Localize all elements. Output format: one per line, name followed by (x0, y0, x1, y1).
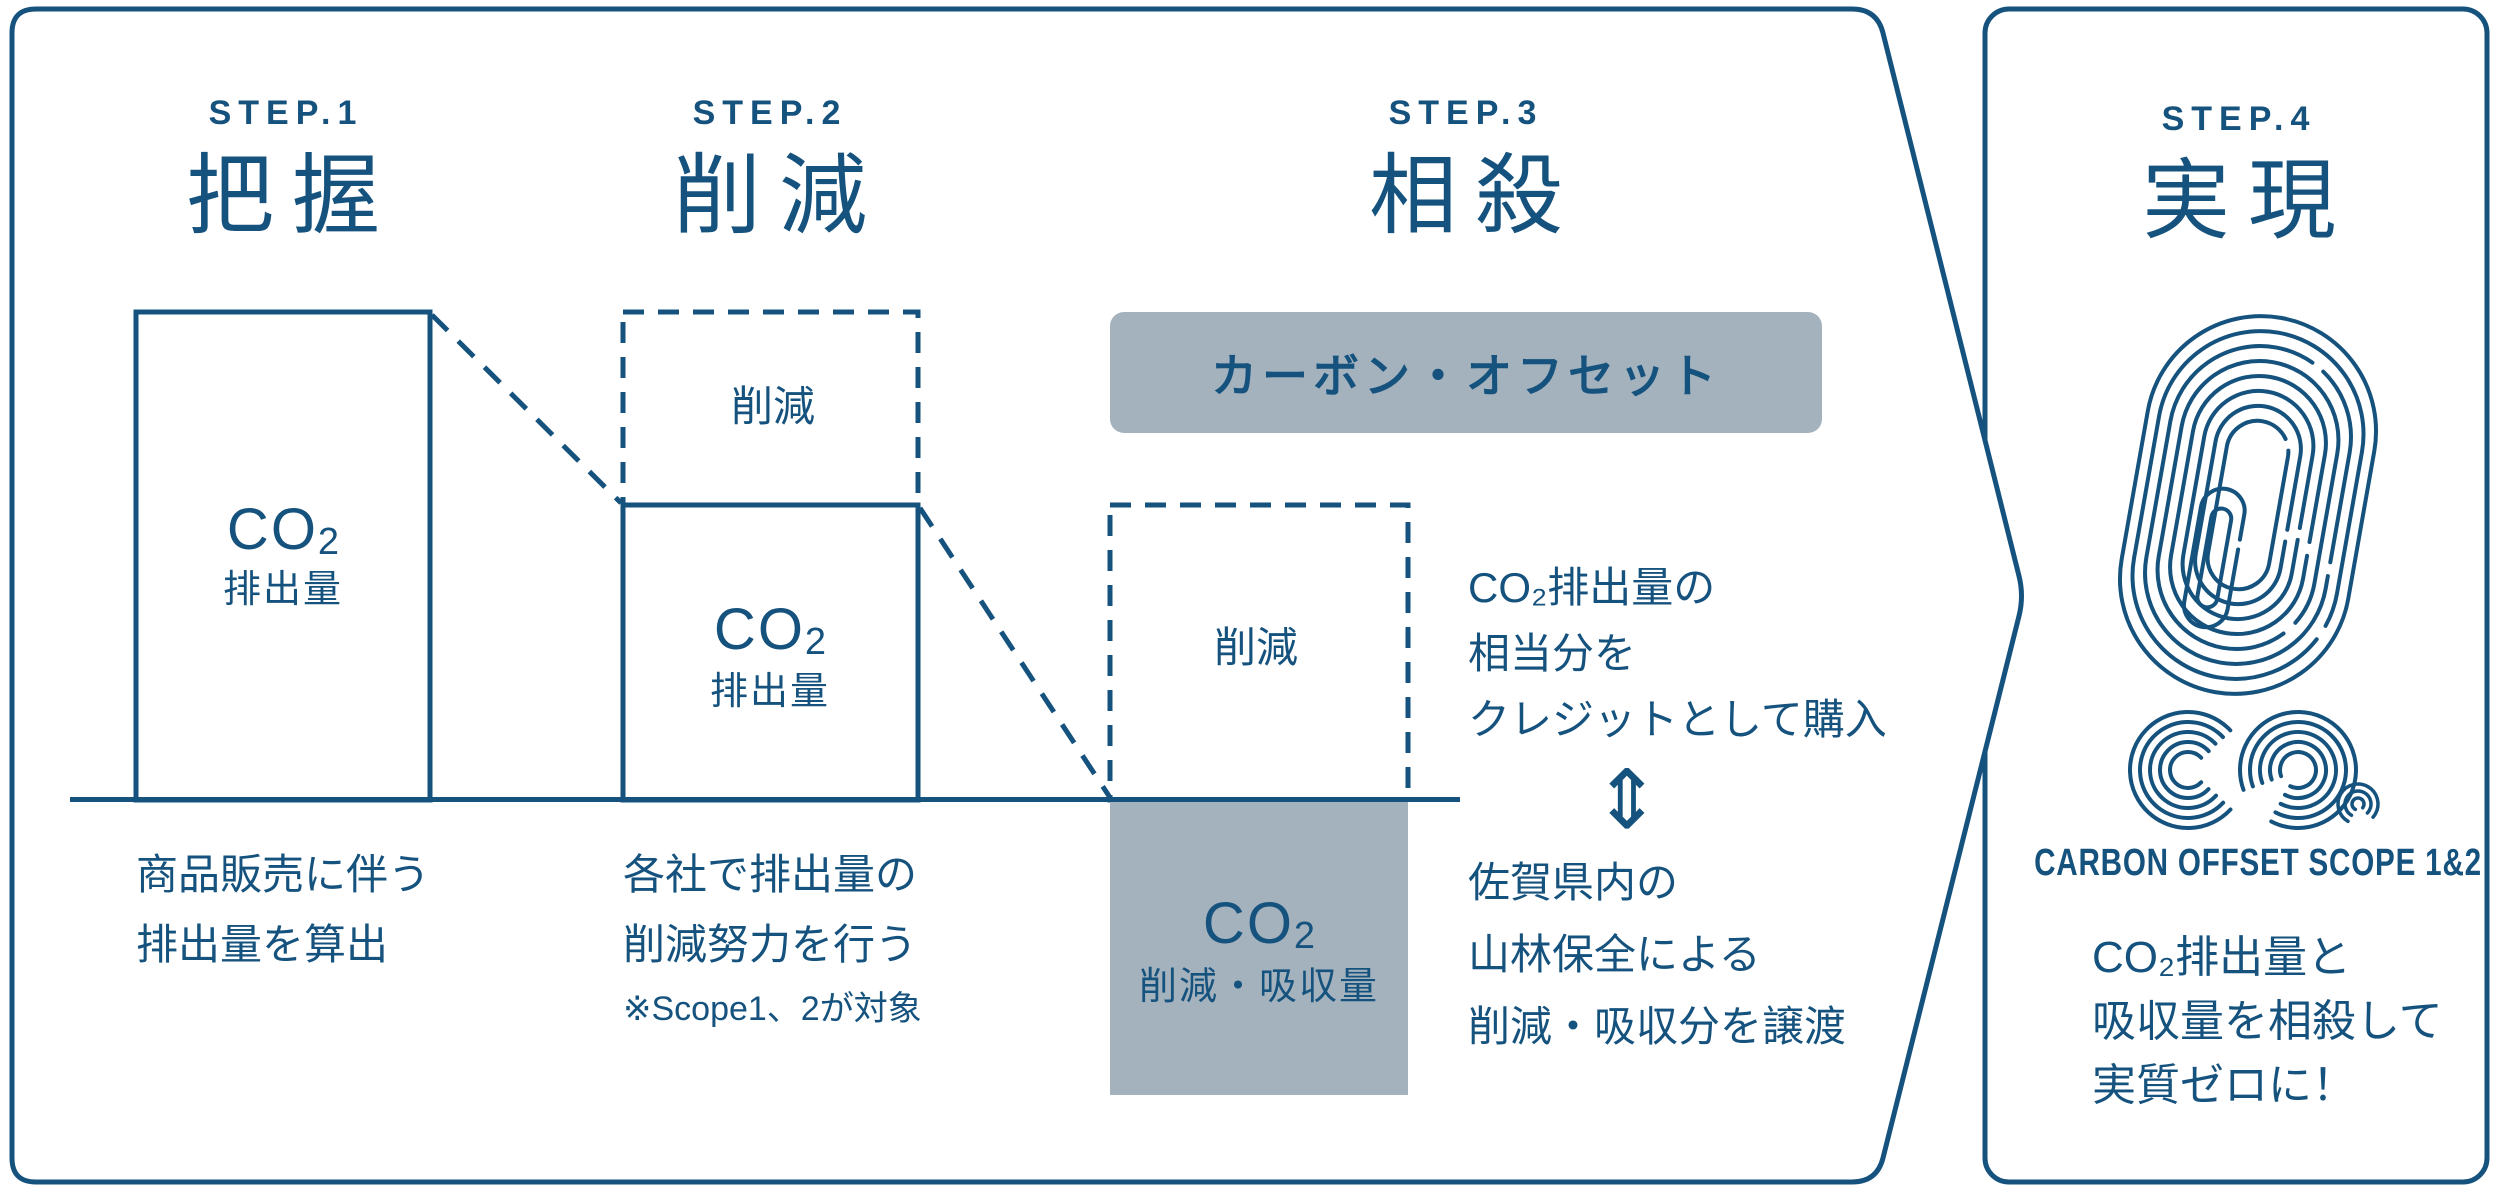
step3-box-gas-sub: 2 (1293, 915, 1316, 957)
step4-summary-line: 吸収量を相殺して (2092, 997, 2443, 1046)
step2-caption-line: 各社で排出量の (623, 851, 918, 898)
step4-title: 実現 (2141, 151, 2355, 250)
step4-summary-line: 実質ゼロに！ (2092, 1061, 2356, 1110)
step3-purchase-line: 相当分を (1468, 630, 1637, 677)
up-down-double-arrow-icon: ⇕ (1592, 755, 1662, 846)
step1-title: 把握 (185, 146, 399, 245)
step2-title: 削減 (672, 146, 886, 245)
step3-absorption-box (1110, 800, 1408, 1095)
step2-emission-bar (620, 502, 921, 803)
step1-label: STEP.1 (208, 94, 364, 132)
step4-summary-line: CO₂排出量と (2092, 933, 2352, 982)
step2-bar-gas: CO2 (713, 597, 827, 663)
step1-caption: 商品販売に伴う 排出量を算出 (136, 840, 430, 980)
step2-scope-note: ※Scope1、2が対象 (623, 990, 922, 1028)
step3-reduction-label: 削減 (1213, 624, 1299, 671)
carbon-offset-banner: カーボン・オフセット (1110, 312, 1822, 433)
connector-step1-step2 (430, 313, 623, 505)
step2-caption: 各社で排出量の 削減努力を行う (623, 840, 917, 980)
step1-bar-gas: CO2 (226, 497, 340, 563)
step3-transfer-line: 佐賀県内の (1468, 859, 1679, 906)
step3-transfer-line: 削減・吸収分を譲渡 (1468, 1003, 1847, 1050)
step1-caption-line: 商品販売に伴う (136, 851, 431, 898)
step1-bar-amount: 排出量 (222, 569, 344, 611)
co2-fingerprint-logo (2128, 710, 2380, 830)
step3-purchase-text: CO₂排出量の 相当分を クレジットとして購入 (1468, 555, 1887, 753)
step2-label: STEP.2 (692, 94, 848, 132)
step3-label: STEP.3 (1388, 94, 1544, 132)
step2-bar-gas-sub: 2 (804, 621, 827, 663)
main-panel-border (9, 6, 2024, 1185)
step2-bar-amount: 排出量 (709, 671, 831, 713)
step4-summary-text: CO₂排出量と 吸収量を相殺して 実質ゼロに！ (2092, 926, 2443, 1118)
step3-box-amount: 削減・吸収量 (1138, 966, 1380, 1008)
carbon-offset-scope-caption: CARBON OFFSET SCOPE 1&2 (2034, 842, 2482, 884)
step1-bar-gas-sub: 2 (317, 521, 340, 563)
step4-label: STEP.4 (2161, 100, 2317, 138)
connector-step2-step3 (917, 506, 1112, 798)
step3-title: 相殺 (1368, 146, 1582, 245)
step3-transfer-line: 山林保全による (1468, 931, 1761, 978)
step2-reduction-label: 削減 (730, 383, 816, 430)
step3-purchase-line: CO₂排出量の (1468, 564, 1716, 611)
carbon-offset-banner-label: カーボン・オフセット (1211, 349, 1721, 402)
fingerprint-icon (2117, 314, 2379, 696)
step3-transfer-text: 佐賀県内の 山林保全による 削減・吸収分を譲渡 (1468, 847, 1846, 1063)
step1-emission-bar (133, 309, 433, 803)
step2-caption-line: 削減努力を行う (623, 921, 918, 968)
step3-purchase-line: クレジットとして購入 (1468, 696, 1887, 743)
step3-box-gas: CO2 (1202, 891, 1316, 957)
step1-caption-line: 排出量を算出 (136, 921, 389, 968)
baseline (70, 797, 1460, 802)
